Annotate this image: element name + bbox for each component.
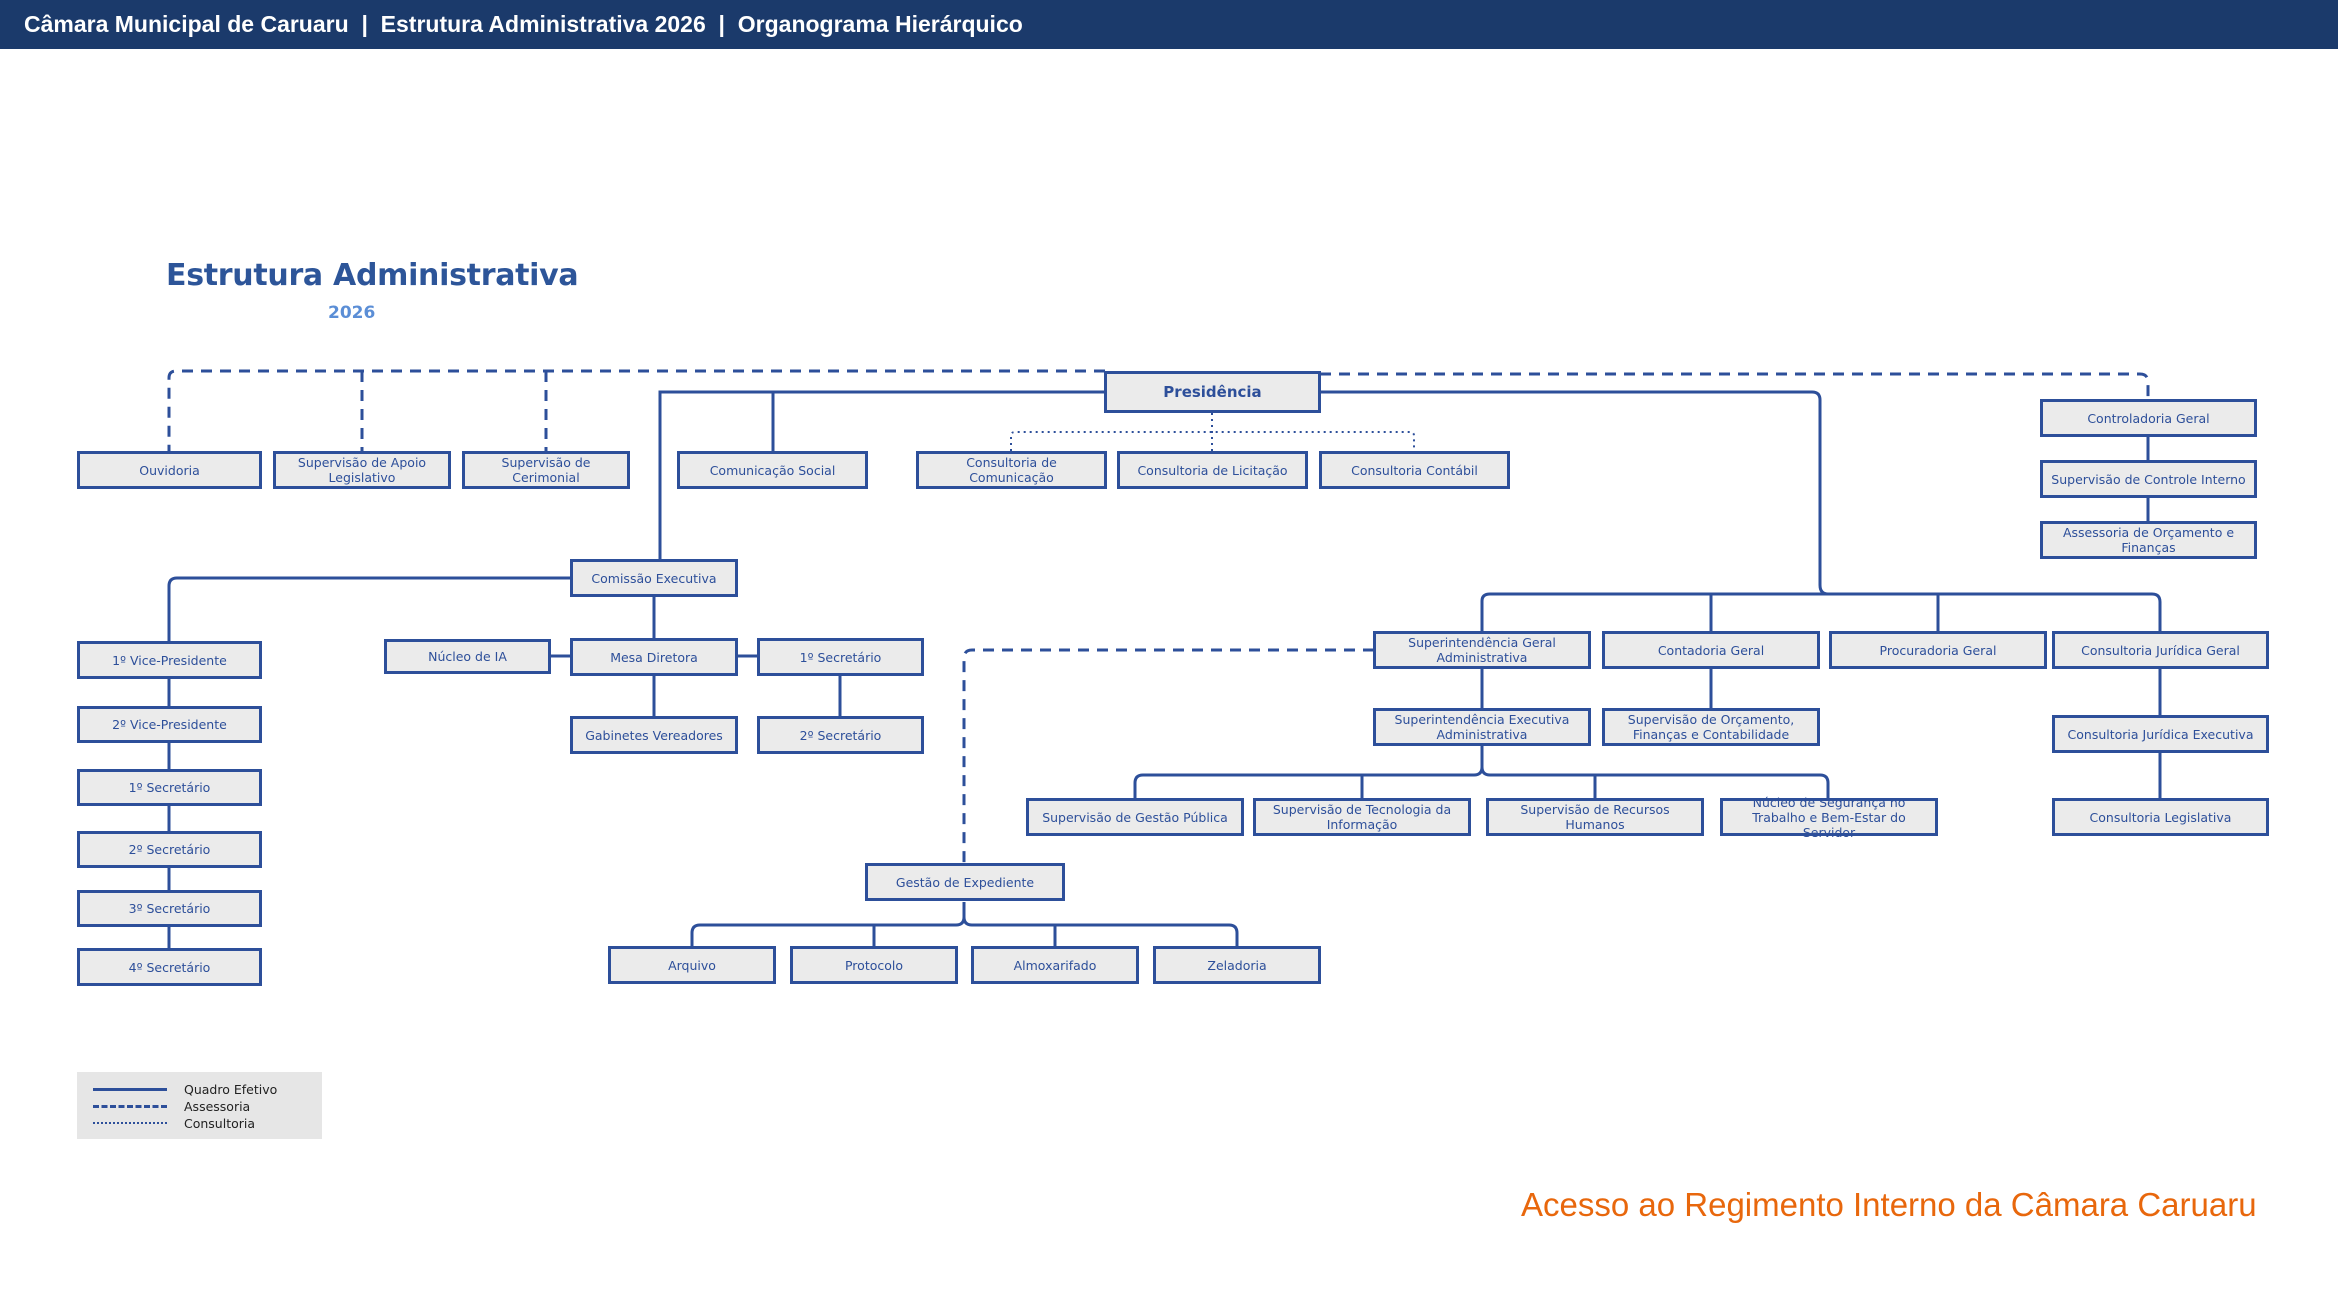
connector-solid: [690, 902, 966, 946]
node-cons-jur-geral[interactable]: Consultoria Jurídica Geral: [2052, 631, 2269, 669]
node-sup-controle[interactable]: Supervisão de Controle Interno: [2040, 460, 2257, 498]
view-name: Organograma Hierárquico: [737, 11, 1023, 37]
legend-dashed-label: Assessoria: [184, 1098, 251, 1114]
node-sec1-left[interactable]: 1º Secretário: [77, 769, 262, 806]
node-zeladoria[interactable]: Zeladoria: [1153, 946, 1321, 984]
legend-solid: Quadro Efetivo: [93, 1081, 277, 1097]
node-sup-rh[interactable]: Supervisão de Recursos Humanos: [1486, 798, 1704, 836]
node-sec2-mid[interactable]: 2º Secretário: [757, 716, 924, 754]
node-contadoria[interactable]: Contadoria Geral: [1602, 631, 1820, 669]
connector-dashed: [1320, 372, 2150, 400]
node-comunicacao[interactable]: Comunicação Social: [677, 451, 868, 489]
connector-dashed: [962, 648, 1374, 864]
connector-solid: [167, 576, 570, 641]
connector-solid: [1133, 746, 1484, 799]
node-presidencia[interactable]: Presidência: [1104, 371, 1321, 413]
node-gabinetes[interactable]: Gabinetes Vereadores: [570, 716, 738, 754]
connector-solid: [658, 390, 1105, 575]
node-sup-cerimonial[interactable]: Supervisão de Cerimonial: [462, 451, 630, 489]
node-protocolo[interactable]: Protocolo: [790, 946, 958, 984]
legend-solid-line: [93, 1087, 167, 1091]
node-sup-exec[interactable]: Superintendência Executiva Administrativ…: [1373, 708, 1591, 746]
org-name: Câmara Municipal de Caruaru: [24, 11, 349, 37]
legend-dashed-line: [93, 1104, 167, 1108]
node-mesa[interactable]: Mesa Diretora: [570, 638, 738, 676]
legend-dotted: Consultoria: [93, 1115, 255, 1131]
node-sec3-left[interactable]: 3º Secretário: [77, 890, 262, 927]
node-sec1-mid[interactable]: 1º Secretário: [757, 638, 924, 676]
node-procuradoria[interactable]: Procuradoria Geral: [1829, 631, 2047, 669]
separator: |: [718, 11, 725, 37]
node-cons-comunicacao[interactable]: Consultoria de Comunicação: [916, 451, 1107, 489]
node-cons-licitacao[interactable]: Consultoria de Licitação: [1117, 451, 1308, 489]
node-cons-contabil[interactable]: Consultoria Contábil: [1319, 451, 1510, 489]
node-sup-orc[interactable]: Supervisão de Orçamento, Finanças e Cont…: [1602, 708, 1820, 746]
node-sup-apoio[interactable]: Supervisão de Apoio Legislativo: [273, 451, 451, 489]
legend: Quadro Efetivo Assessoria Consultoria: [77, 1072, 322, 1139]
node-sup-gestao[interactable]: Supervisão de Gestão Pública: [1026, 798, 1244, 836]
node-arquivo[interactable]: Arquivo: [608, 946, 776, 984]
separator: |: [361, 11, 368, 37]
node-sup-ti[interactable]: Supervisão de Tecnologia da Informação: [1253, 798, 1471, 836]
node-ouvidoria[interactable]: Ouvidoria: [77, 451, 262, 489]
legend-dashed: Assessoria: [93, 1098, 250, 1114]
connector-solid: [1360, 775, 1597, 799]
node-gestao-exp[interactable]: Gestão de Expediente: [865, 863, 1065, 901]
node-cons-legislativa[interactable]: Consultoria Legislativa: [2052, 798, 2269, 836]
node-controladoria[interactable]: Controladoria Geral: [2040, 399, 2257, 437]
node-assess-orcamento[interactable]: Assessoria de Orçamento e Finanças: [2040, 521, 2257, 559]
node-cons-jur-exec[interactable]: Consultoria Jurídica Executiva: [2052, 715, 2269, 753]
diagram-year: 2026: [328, 303, 376, 323]
legend-dotted-line: [93, 1122, 167, 1124]
top-bar-title: Câmara Municipal de Caruaru | Estrutura …: [24, 0, 1023, 49]
connector-solid: [872, 925, 1057, 946]
node-nucleo-seg[interactable]: Núcleo de Segurança no Trabalho e Bem-Es…: [1720, 795, 1938, 840]
legend-dotted-label: Consultoria: [184, 1115, 256, 1131]
node-vice2[interactable]: 2º Vice-Presidente: [77, 706, 262, 743]
connector-solid: [1480, 592, 2162, 632]
top-bar: Câmara Municipal de Caruaru | Estrutura …: [0, 0, 2338, 49]
diagram-title: Estrutura Administrativa: [166, 258, 579, 293]
node-sup-geral[interactable]: Superintendência Geral Administrativa: [1373, 631, 1591, 669]
node-sec2-left[interactable]: 2º Secretário: [77, 831, 262, 868]
section-name: Estrutura Administrativa 2026: [380, 11, 706, 37]
connector-solid: [962, 916, 1239, 946]
node-sec4-left[interactable]: 4º Secretário: [77, 948, 262, 986]
legend-solid-label: Quadro Efetivo: [184, 1081, 278, 1097]
regimento-link[interactable]: Acesso ao Regimento Interno da Câmara Ca…: [1521, 1186, 2257, 1223]
connector-dashed: [167, 369, 1105, 451]
node-comissao[interactable]: Comissão Executiva: [570, 559, 738, 597]
node-vice1[interactable]: 1º Vice-Presidente: [77, 641, 262, 679]
connector-dotted: [1010, 431, 1415, 451]
connector-solid: [1480, 766, 1830, 799]
node-almoxarifado[interactable]: Almoxarifado: [971, 946, 1139, 984]
connector-solid: [1320, 390, 1829, 596]
node-nucleo-ia[interactable]: Núcleo de IA: [384, 639, 551, 674]
